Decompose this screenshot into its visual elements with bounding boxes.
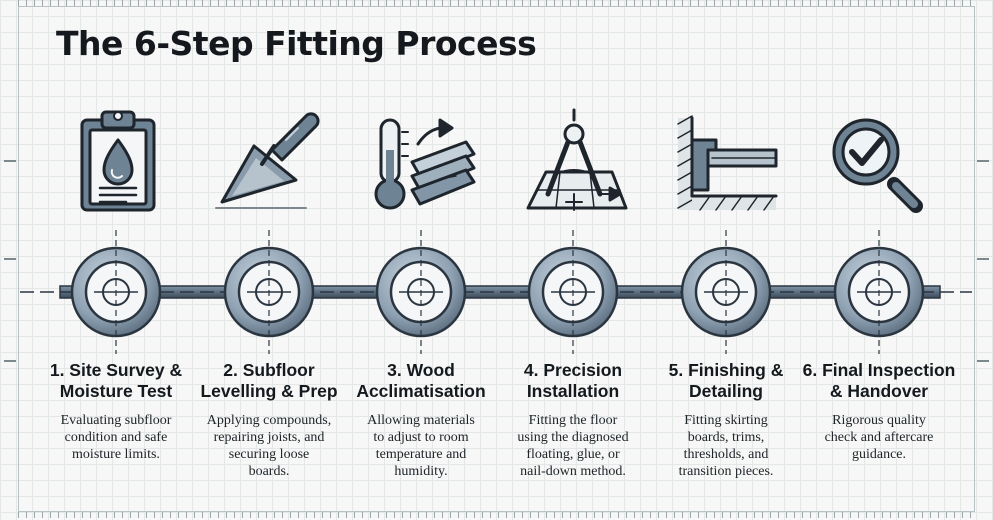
step-description: Applying compounds, repairing joists, and… <box>189 412 349 480</box>
step-title-line: Levelling & Prep <box>200 381 338 401</box>
step-node-5 <box>680 230 772 354</box>
step-node-2 <box>223 230 315 354</box>
step-title-line: Moisture Test <box>59 381 173 401</box>
step-title: 6. Final Inspection& Handover <box>799 360 959 402</box>
step-title-line: 2. Subfloor <box>223 360 315 380</box>
step-description: Fitting the floor using the diagnosed floa… <box>493 412 653 480</box>
edge-tick <box>977 258 989 260</box>
bottom-ruler <box>18 512 975 518</box>
step-node-6 <box>833 230 925 354</box>
step-description-line: boards. <box>248 464 290 479</box>
step-description-line: Rigorous quality <box>832 413 926 428</box>
page-title: The 6-Step Fitting Process <box>56 24 537 63</box>
step-description-line: boards, trims, <box>687 430 765 445</box>
step-description-line: nail-down method. <box>520 464 626 479</box>
step-title: 1. Site Survey &Moisture Test <box>36 360 196 402</box>
edge-tick <box>4 360 16 362</box>
step-title-line: 6. Final Inspection <box>802 360 956 380</box>
step-description-line: condition and safe <box>64 430 168 445</box>
step-description-line: Applying compounds, <box>206 413 332 428</box>
edge-tick <box>4 258 16 260</box>
step-description-line: check and aftercare <box>824 430 934 445</box>
magnifier-check-icon <box>832 118 923 213</box>
step-description-line: Allowing materials <box>367 413 475 428</box>
step-description: Evaluating subfloor condition and safe moi… <box>36 412 196 463</box>
blueprint-frame <box>18 6 975 512</box>
skirting-profile-icon <box>677 115 778 211</box>
top-ruler <box>18 0 975 6</box>
step-node-3 <box>375 230 467 354</box>
step-title-line: 3. Wood <box>387 360 455 380</box>
step-title-line: 5. Finishing & <box>668 360 784 380</box>
step-node-4 <box>527 230 619 354</box>
edge-tick <box>977 160 989 162</box>
step-description-line: thresholds, and <box>683 447 769 462</box>
step-node-1 <box>70 230 162 354</box>
step-title-line: Detailing <box>689 381 763 401</box>
step-description-line: Evaluating subfloor <box>60 413 172 428</box>
step-description-line: transition pieces. <box>678 464 774 479</box>
step-description-line: repairing joists, and <box>213 430 325 445</box>
step-nodes <box>70 230 925 354</box>
step-description-line: floating, glue, or <box>526 447 620 462</box>
edge-tick <box>4 160 16 162</box>
step-title-line: & Handover <box>829 381 929 401</box>
step-description: Allowing materials to adjust to room tempe… <box>341 412 501 480</box>
step-title: 5. Finishing &Detailing <box>646 360 806 402</box>
compass-plan-icon <box>526 108 628 211</box>
step-description: Rigorous quality check and aftercare guida… <box>799 412 959 463</box>
step-title-line: Acclimatisation <box>356 381 486 401</box>
step-description-line: securing loose <box>228 447 310 462</box>
step-description-line: to adjust to room <box>373 430 469 445</box>
step-description-line: moisture limits. <box>72 447 160 462</box>
edge-tick <box>977 360 989 362</box>
step-description: Fitting skirting boards, trims, thresholds… <box>646 412 806 480</box>
step-description-line: using the diagnosed <box>517 430 629 445</box>
step-description-line: humidity. <box>394 464 448 479</box>
step-description-line: Fitting skirting <box>684 413 768 428</box>
step-description-line: temperature and <box>375 447 467 462</box>
step-title-line: 1. Site Survey & <box>49 360 183 380</box>
trowel-icon <box>215 112 320 209</box>
clipboard-moisture-icon <box>80 110 156 212</box>
step-title-line: 4. Precision <box>523 360 623 380</box>
step-description-line: guidance. <box>851 447 907 462</box>
step-description-line: Fitting the floor <box>528 413 618 428</box>
step-title-line: Installation <box>526 381 620 401</box>
thermometer-planks-icon <box>374 118 476 210</box>
